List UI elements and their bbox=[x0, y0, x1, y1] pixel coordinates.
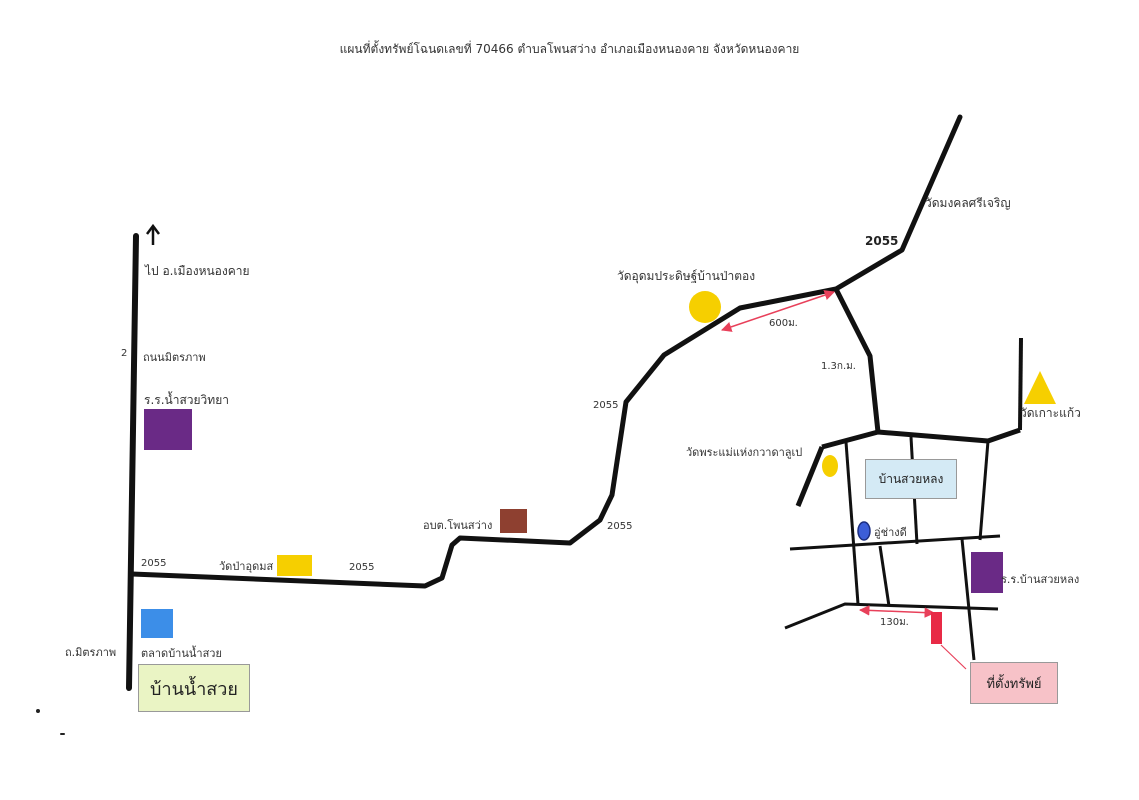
u-chang-di-marker bbox=[857, 521, 871, 541]
scan-speck bbox=[60, 733, 65, 735]
road-suailong-top bbox=[821, 427, 1021, 450]
wat-mongkhon-label: วัดมงคลศรีเจริญ bbox=[925, 196, 1011, 210]
to-mueang-label: ไป อ.เมืองหนองคาย bbox=[145, 264, 250, 278]
property-box: ที่ตั้งทรัพย์ bbox=[970, 662, 1058, 704]
u-chang-di-label: อู่ช่างดี bbox=[874, 526, 907, 539]
school-suailong-label: ร.ร.บ้านสวยหลง bbox=[1001, 573, 1080, 586]
market-namsuai-label: ตลาดบ้านน้ำสวย bbox=[141, 647, 222, 660]
village-namsuai-label: บ้านน้ำสวย bbox=[150, 678, 238, 700]
wat-ko-kaeo-marker bbox=[1024, 371, 1056, 404]
road-2055-label-mid: 2055 bbox=[349, 562, 375, 573]
road-2055-label-lower: 2055 bbox=[607, 521, 633, 532]
road-branch-suailong bbox=[833, 287, 881, 433]
road-2055-label-left: 2055 bbox=[141, 558, 167, 569]
village-suailong-box: บ้านสวยหลง bbox=[865, 459, 957, 499]
distance-1-3km-label: 1.3ก.ม. bbox=[821, 361, 856, 372]
distance-130m-label: 130ม. bbox=[880, 617, 909, 628]
road-2055-label-top: 2055 bbox=[865, 234, 899, 248]
property-pointer bbox=[940, 644, 967, 670]
wat-udom-prasit-marker bbox=[689, 291, 721, 323]
distance-600m-label: 600ม. bbox=[769, 318, 798, 329]
village-namsuai-box: บ้านน้ำสวย bbox=[138, 664, 250, 712]
road-suailong-south bbox=[784, 602, 999, 630]
road-mittraphap-label: ถนนมิตรภาพ bbox=[143, 351, 206, 364]
school-namsuai-label: ร.ร.น้ำสวยวิทยา bbox=[144, 393, 229, 407]
obt-phonsawang-label: อบต.โพนสว่าง bbox=[423, 519, 493, 532]
property-marker bbox=[931, 612, 942, 644]
school-suailong-marker bbox=[971, 552, 1003, 593]
map-title: แผนที่ตั้งทรัพย์โฉนดเลขที่ 70466 ตำบลโพน… bbox=[339, 42, 800, 56]
obt-phonsawang-marker bbox=[500, 509, 527, 533]
wat-pa-udom-marker bbox=[277, 555, 312, 576]
village-suailong-label: บ้านสวยหลง bbox=[878, 471, 944, 486]
wat-ko-kaeo-label: วัดเกาะแก้ว bbox=[1020, 406, 1081, 420]
tho-mittraphap-label: ถ.มิตรภาพ bbox=[65, 646, 117, 659]
distance-130m bbox=[858, 605, 936, 618]
wat-phra-mae-marker bbox=[822, 455, 838, 477]
distance-600m bbox=[721, 290, 835, 332]
road-ko-kaeo bbox=[1018, 337, 1023, 431]
north-arrow bbox=[146, 223, 160, 245]
road-mittraphap bbox=[126, 233, 139, 691]
property-label: ที่ตั้งทรัพย์ bbox=[986, 676, 1042, 692]
road-mittraphap-number: 2 bbox=[121, 348, 128, 359]
market-namsuai-marker bbox=[141, 609, 173, 638]
wat-pa-udom-label: วัดป่าอุดมส bbox=[219, 560, 274, 573]
school-namsuai-marker bbox=[144, 409, 192, 450]
road-2055-label-upper: 2055 bbox=[593, 400, 619, 411]
road-wat-phra-mae bbox=[795, 446, 825, 507]
scan-speck bbox=[36, 709, 40, 713]
road-2055 bbox=[129, 114, 963, 589]
wat-udom-prasit-label: วัดอุดมประดิษฐ์บ้านป่าตอง bbox=[617, 269, 756, 283]
wat-phra-mae-label: วัดพระแม่แห่งกวาดาลูเป bbox=[686, 446, 803, 459]
road-suailong-mid bbox=[789, 534, 1001, 551]
